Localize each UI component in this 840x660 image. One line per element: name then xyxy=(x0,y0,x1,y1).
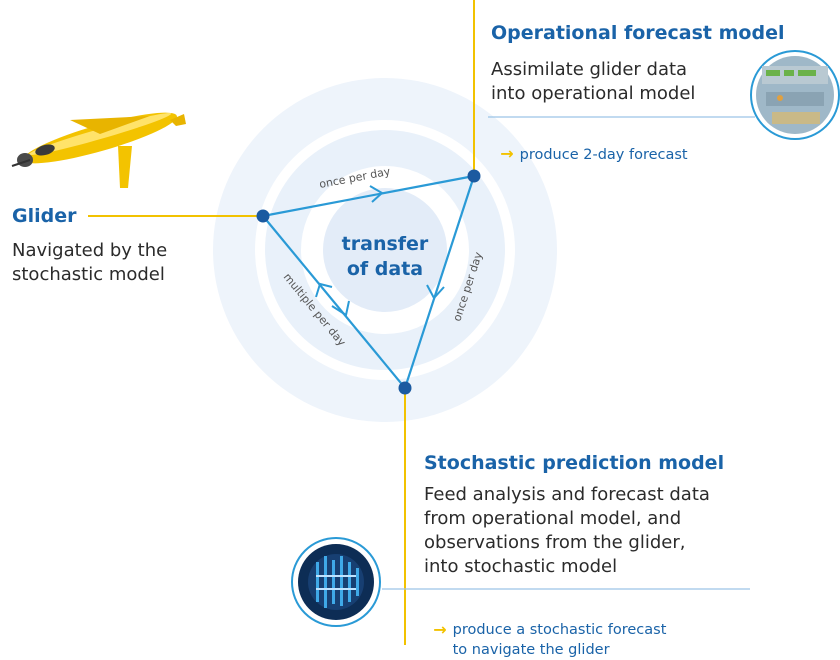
stochastic-description: Feed analysis and forecast data from ope… xyxy=(424,484,710,577)
diagram-canvas: once per day once per day multiple per d… xyxy=(11,0,840,645)
stochastic-output: → produce a stochastic forecast to naviga… xyxy=(424,600,666,660)
operational-title: Operational forecast model xyxy=(491,22,785,44)
edge-stochastic-to-glider xyxy=(262,215,406,389)
center-label: transfer of data xyxy=(341,233,429,280)
operational-output: → produce 2-day forecast xyxy=(491,124,688,165)
stochastic-model-thumbnail xyxy=(291,537,381,627)
stochastic-title: Stochastic prediction model xyxy=(424,452,725,474)
arrow-top-edge xyxy=(369,185,384,203)
arrow-left-edge-up xyxy=(315,282,333,298)
arrow-left-edge-down xyxy=(331,300,350,317)
operational-node xyxy=(467,169,481,183)
operational-output-text: produce 2-day forecast xyxy=(519,147,688,163)
operational-description: Assimilate glider data into operational … xyxy=(491,59,696,104)
operational-model-thumbnail xyxy=(750,50,840,140)
stochastic-output-arrow-icon: → xyxy=(433,620,447,639)
glider-description: Navigated by the stochastic model xyxy=(12,240,168,285)
glider-node xyxy=(256,209,270,223)
glider-title: Glider xyxy=(12,205,77,227)
glider-image xyxy=(11,112,186,188)
arrow-right-edge xyxy=(426,284,445,300)
stochastic-node xyxy=(398,381,412,395)
stochastic-output-text: produce a stochastic forecast to navigat… xyxy=(452,622,667,658)
ring-core xyxy=(323,188,447,312)
operational-output-arrow-icon: → xyxy=(500,144,514,163)
edge-glider-to-operational xyxy=(262,174,475,218)
edge-operational-to-stochastic xyxy=(403,175,476,389)
